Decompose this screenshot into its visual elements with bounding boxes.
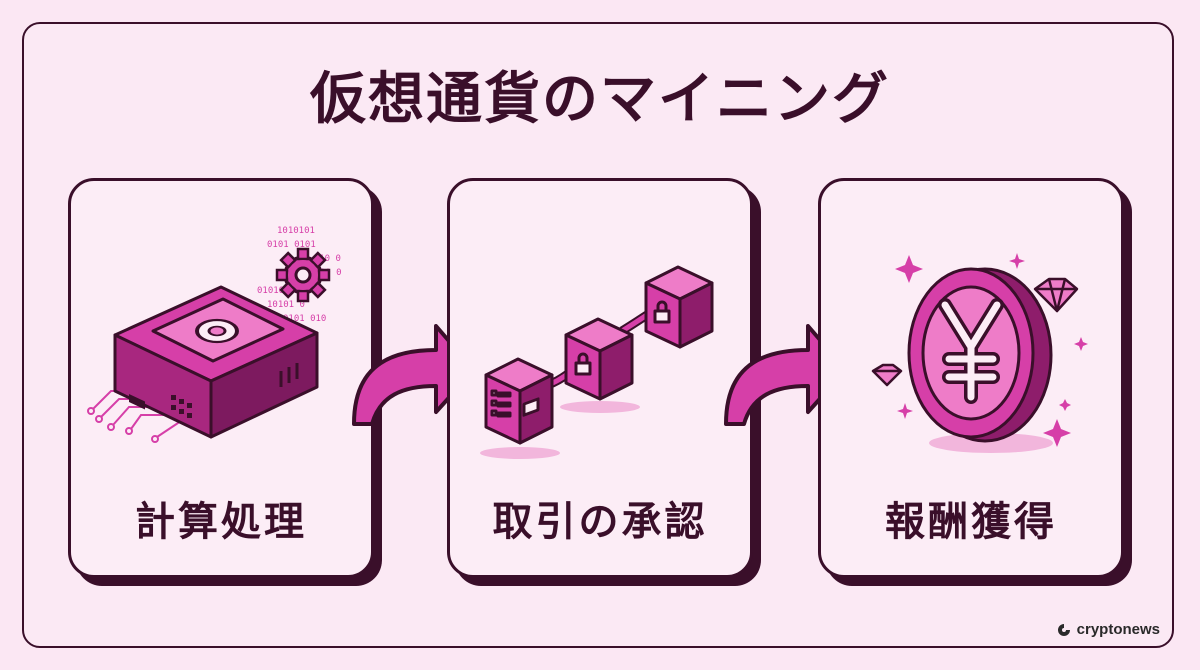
- binary-text: 0101 0101: [267, 240, 316, 250]
- block: [564, 317, 634, 401]
- step-label: 計算処理: [135, 499, 307, 545]
- binary-text: 10101 0: [267, 300, 305, 310]
- block: [484, 357, 554, 445]
- step-card-reward: 報酬獲得: [818, 178, 1124, 578]
- step-card-transaction-approval: 取引の承認: [447, 178, 753, 578]
- step-card-computation: 1010101 0101 0101 1 010 0 1 10 0 0101010…: [68, 178, 374, 578]
- gem-icon: [871, 363, 903, 387]
- binary-text: 1010101: [277, 226, 315, 236]
- binary-text: 0101010: [257, 286, 295, 296]
- server-chip-gear-icon: 1010101 0101 0101 1 010 0 1 10 0 0101010…: [87, 226, 342, 443]
- brand-logo: cryptonews: [1057, 621, 1160, 638]
- step-label: 取引の承認: [492, 499, 708, 545]
- block: [644, 265, 714, 349]
- yen-coin-gems-icon: [871, 253, 1088, 453]
- cryptonews-logo-icon: [1057, 623, 1070, 636]
- gem-icon: [1033, 277, 1079, 313]
- blockchain-locked-blocks-icon: [480, 265, 714, 459]
- sparkle-icon: [895, 253, 1088, 447]
- binary-text: 0101 010: [283, 314, 326, 324]
- diagram-title: 仮想通貨のマイニング: [310, 67, 890, 132]
- step-label: 報酬獲得: [885, 499, 1057, 545]
- gear-icon: [275, 247, 331, 303]
- brand-name: cryptonews: [1076, 621, 1160, 638]
